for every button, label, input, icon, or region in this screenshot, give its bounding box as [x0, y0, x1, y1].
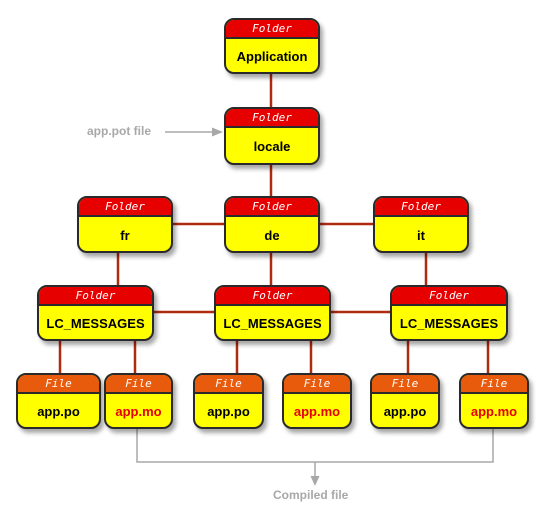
node-name: Application: [236, 49, 308, 64]
file-node-mo-de: File app.mo: [282, 373, 352, 429]
compiled-bracket: [136, 428, 494, 463]
node-name: app.po: [37, 404, 80, 419]
file-node-mo-fr: File app.mo: [104, 373, 173, 429]
node-type-label: Folder: [226, 198, 318, 217]
annotation-arrowheads: [212, 127, 320, 486]
folder-node-lc-messages-fr: Folder LC_MESSAGES: [37, 285, 154, 341]
folder-node-lc-messages-it: Folder LC_MESSAGES: [390, 285, 508, 341]
node-name: locale: [253, 139, 291, 154]
node-name: it: [417, 227, 425, 243]
node-type-label: Folder: [392, 287, 506, 306]
node-type-label: Folder: [226, 109, 318, 128]
node-type-label: Folder: [226, 20, 318, 39]
folder-node-locale: Folder locale: [224, 107, 320, 165]
compiled-file-annotation: Compiled file: [273, 488, 349, 502]
node-type-label: Folder: [79, 198, 171, 217]
node-name: app.mo: [470, 404, 518, 419]
folder-node-fr: Folder fr: [77, 196, 173, 253]
node-name: de: [264, 227, 280, 243]
file-node-po-fr: File app.po: [16, 373, 101, 429]
node-type-label: File: [106, 375, 171, 394]
node-type-label: Folder: [375, 198, 467, 217]
folder-node-de: Folder de: [224, 196, 320, 253]
node-name: app.po: [383, 404, 427, 419]
node-name: app.mo: [293, 404, 341, 419]
file-node-mo-it: File app.mo: [459, 373, 529, 429]
tree-connectors: [58, 74, 490, 373]
node-type-label: File: [284, 375, 350, 394]
file-node-po-it: File app.po: [370, 373, 440, 429]
node-type-label: File: [372, 375, 438, 394]
file-node-po-de: File app.po: [193, 373, 264, 429]
folder-node-lc-messages-de: Folder LC_MESSAGES: [214, 285, 331, 341]
pot-arrowhead: [212, 127, 223, 137]
node-name: fr: [120, 227, 130, 243]
node-name: LC_MESSAGES: [46, 316, 145, 331]
annotation-connectors: [136, 131, 494, 476]
folder-node-application: Folder Application: [224, 18, 320, 74]
node-name: LC_MESSAGES: [223, 316, 322, 331]
folder-node-it: Folder it: [373, 196, 469, 253]
node-type-label: Folder: [216, 287, 329, 306]
node-type-label: File: [18, 375, 99, 394]
node-name: LC_MESSAGES: [399, 316, 499, 331]
node-name: app.po: [207, 404, 250, 419]
node-name: app.mo: [115, 404, 162, 419]
node-type-label: Folder: [39, 287, 152, 306]
node-type-label: File: [461, 375, 527, 394]
node-type-label: File: [195, 375, 262, 394]
pot-file-annotation: app.pot file: [87, 124, 151, 138]
compiled-arrowhead: [310, 476, 320, 486]
